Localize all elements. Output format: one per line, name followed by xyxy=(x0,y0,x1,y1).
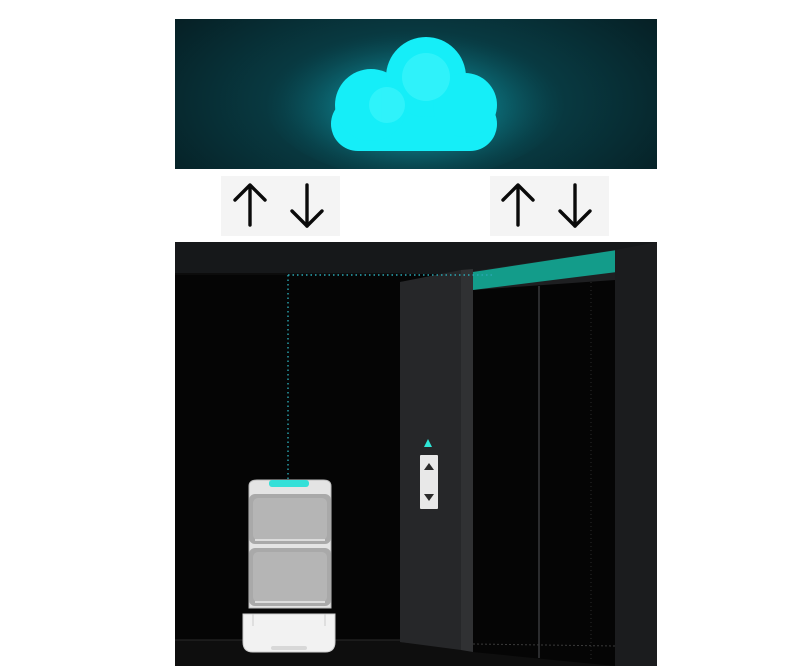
up-indicator-icon xyxy=(424,439,432,447)
elevator-call-panel xyxy=(420,439,438,509)
elevator-cloud-link xyxy=(490,176,609,236)
elevator-lobby-scene xyxy=(175,242,657,666)
elevator-up-icon xyxy=(424,463,434,470)
elevator-header xyxy=(473,250,617,290)
up-arrow-icon xyxy=(233,183,267,227)
dotted-connection-line xyxy=(287,274,495,480)
cloud-panel xyxy=(175,19,657,179)
cloud-icon xyxy=(265,23,565,179)
robot-status-light xyxy=(269,480,309,487)
down-arrow-icon xyxy=(290,183,324,228)
elevator-icon xyxy=(400,242,657,666)
delivery-robot-icon xyxy=(242,479,336,653)
up-arrow-icon xyxy=(501,183,535,227)
robot-cloud-link xyxy=(221,176,340,236)
elevator-down-icon xyxy=(424,494,434,501)
down-arrow-icon xyxy=(558,183,592,228)
